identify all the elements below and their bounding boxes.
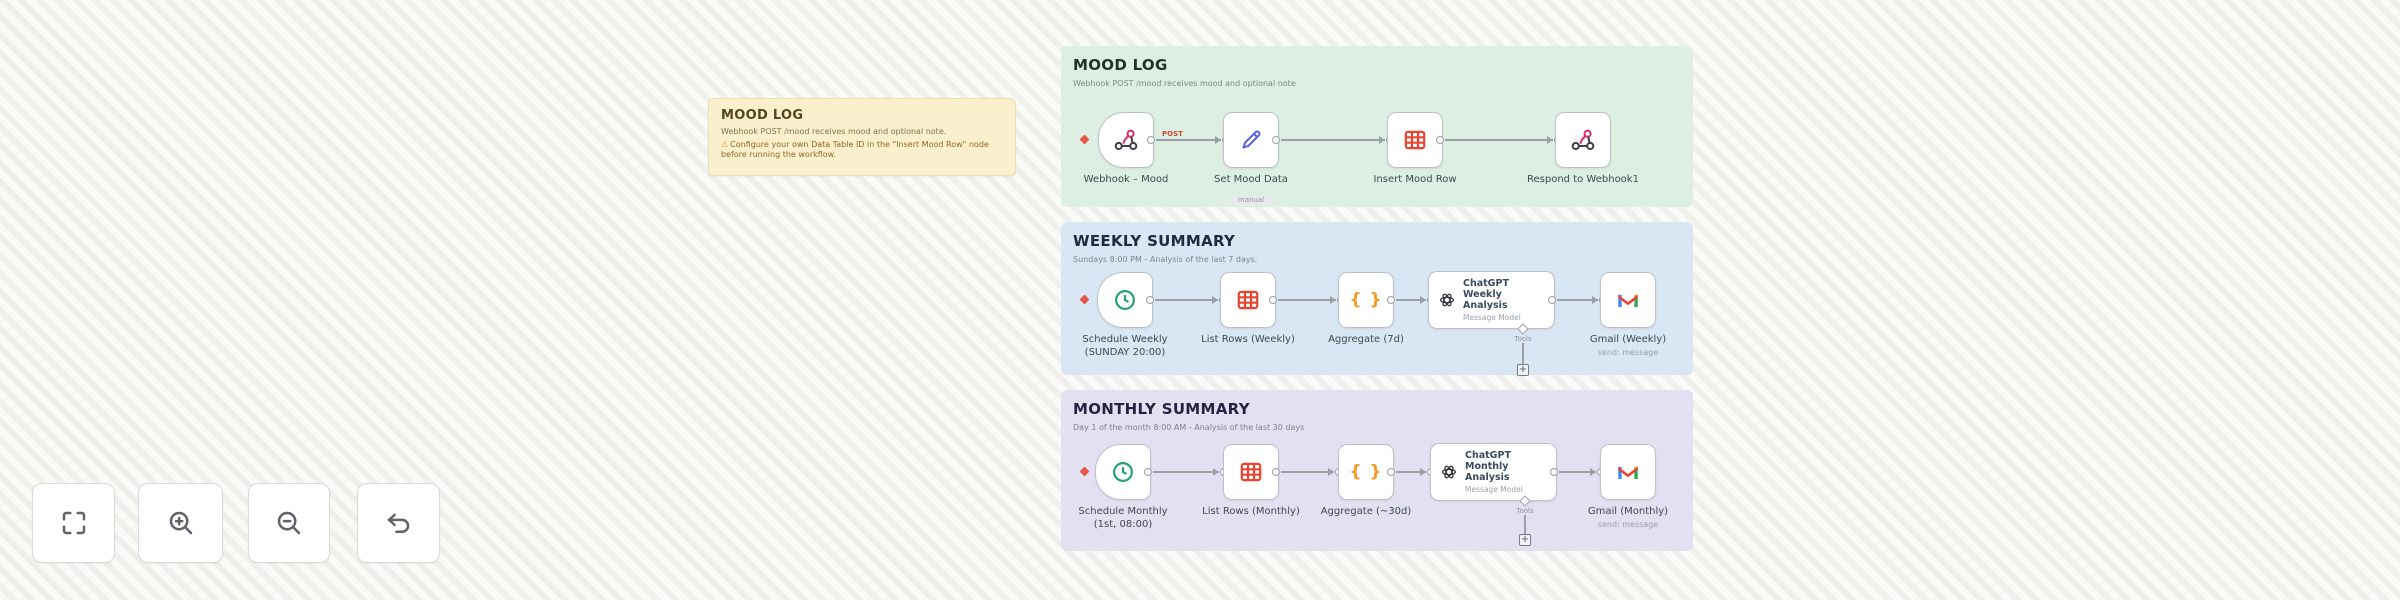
node-schedule-monthly[interactable]	[1095, 444, 1151, 500]
node-label: Gmail (Weekly)	[1589, 334, 1667, 345]
node-aggregate-monthly[interactable]: { }	[1338, 444, 1394, 500]
section-subtitle: Sundays 8:00 PM - Analysis of the last 7…	[1073, 255, 1258, 264]
node-label: Gmail (Monthly)	[1587, 506, 1669, 517]
zoom-out-button[interactable]	[248, 483, 330, 563]
section-title: MOOD LOG	[1073, 56, 1168, 74]
sticky-note-body: Webhook POST /mood receives mood and opt…	[721, 127, 947, 136]
node-operation-label: send: message	[1597, 348, 1659, 357]
node-mode-pill: manual	[1176, 187, 1326, 206]
node-chatgpt-monthly-analysis[interactable]: ChatGPT Monthly Analysis Message Model	[1430, 443, 1557, 501]
table-icon	[1240, 462, 1262, 482]
connection-line	[1147, 136, 1230, 144]
zoom-in-button[interactable]	[138, 483, 223, 563]
node-insert-mood-row[interactable]	[1387, 112, 1443, 168]
section-subtitle: Webhook POST /mood receives mood and opt…	[1073, 79, 1296, 88]
tools-port-label: Tools	[1516, 507, 1534, 515]
zoom-in-icon	[169, 511, 192, 535]
tools-port-label: Tools	[1514, 335, 1532, 343]
node-title: ChatGPT Monthly Analysis	[1465, 449, 1511, 484]
undo-icon	[387, 513, 409, 533]
add-node-button[interactable]: +	[1519, 534, 1531, 546]
section-title: MONTHLY SUMMARY	[1073, 400, 1250, 418]
node-label: Respond to Webhook1	[1527, 174, 1639, 185]
pencil-icon	[1242, 130, 1261, 149]
node-list-rows-monthly[interactable]	[1223, 444, 1279, 500]
node-schedule-weekly[interactable]	[1097, 272, 1153, 328]
node-label: Aggregate (~30d)	[1320, 506, 1412, 517]
braces-icon: { }	[1349, 290, 1383, 310]
node-label: Schedule Monthly (1st, 08:00)	[1078, 506, 1168, 530]
fit-view-button[interactable]	[32, 483, 115, 563]
table-icon	[1404, 130, 1426, 150]
connection-line	[1436, 136, 1562, 144]
webhook-icon	[1571, 129, 1595, 151]
node-label: List Rows (Monthly)	[1202, 506, 1300, 517]
braces-icon: { }	[1349, 462, 1383, 482]
openai-icon	[1441, 465, 1457, 479]
section-title: WEEKLY SUMMARY	[1073, 232, 1236, 250]
webhook-icon	[1114, 129, 1138, 151]
node-webhook-mood[interactable]	[1098, 112, 1154, 168]
node-label: Set Mood Data	[1214, 174, 1288, 185]
node-label: Aggregate (7d)	[1328, 334, 1404, 345]
fit-view-icon	[62, 511, 85, 535]
zoom-out-icon	[277, 511, 301, 535]
node-label: Insert Mood Row	[1373, 174, 1457, 185]
webhook-output-label: POST	[1162, 130, 1183, 138]
node-aggregate-weekly[interactable]: { }	[1338, 272, 1394, 328]
gmail-icon	[1618, 294, 1638, 308]
tools-connection-line	[1524, 515, 1526, 535]
connection-line	[1272, 468, 1343, 476]
sticky-note[interactable]: MOOD LOG Webhook POST /mood receives moo…	[708, 98, 1016, 176]
connection-line	[1387, 468, 1435, 476]
tools-connection-line	[1522, 343, 1524, 365]
gmail-icon	[1618, 466, 1638, 480]
section-subtitle: Day 1 of the month 8:00 AM - Analysis of…	[1073, 423, 1305, 432]
node-respond-to-webhook[interactable]	[1555, 112, 1611, 168]
connection-line	[1387, 296, 1435, 304]
clock-icon	[1115, 290, 1135, 310]
node-label: Schedule Weekly (SUNDAY 20:00)	[1082, 334, 1168, 358]
node-operation-label: send: message	[1597, 520, 1659, 529]
connection-line	[1146, 296, 1227, 304]
node-label: Webhook – Mood	[1083, 174, 1169, 185]
node-subtitle: Message Model	[1463, 313, 1521, 323]
connection-line	[1269, 296, 1345, 304]
add-node-button[interactable]: +	[1517, 364, 1529, 376]
sticky-note-warning: ⚠Configure your own Data Table ID in the…	[721, 139, 989, 160]
warning-icon: ⚠	[721, 139, 729, 149]
sticky-note-title: MOOD LOG	[721, 108, 804, 123]
node-gmail-monthly[interactable]	[1600, 444, 1656, 500]
clock-icon	[1113, 462, 1133, 482]
openai-icon	[1439, 293, 1455, 307]
node-chatgpt-weekly-analysis[interactable]: ChatGPT Weekly Analysis Message Model	[1428, 271, 1555, 329]
connection-line	[1548, 296, 1607, 304]
node-set-mood-data[interactable]	[1223, 112, 1279, 168]
node-subtitle: Message Model	[1465, 485, 1523, 495]
connection-line	[1550, 468, 1605, 476]
node-label: List Rows (Weekly)	[1201, 334, 1295, 345]
node-title: ChatGPT Weekly Analysis	[1463, 277, 1509, 312]
connection-line	[1272, 136, 1394, 144]
undo-button[interactable]	[357, 483, 440, 563]
node-gmail-weekly[interactable]	[1600, 272, 1656, 328]
node-list-rows-weekly[interactable]	[1220, 272, 1276, 328]
connection-line	[1144, 468, 1228, 476]
table-icon	[1237, 290, 1259, 310]
